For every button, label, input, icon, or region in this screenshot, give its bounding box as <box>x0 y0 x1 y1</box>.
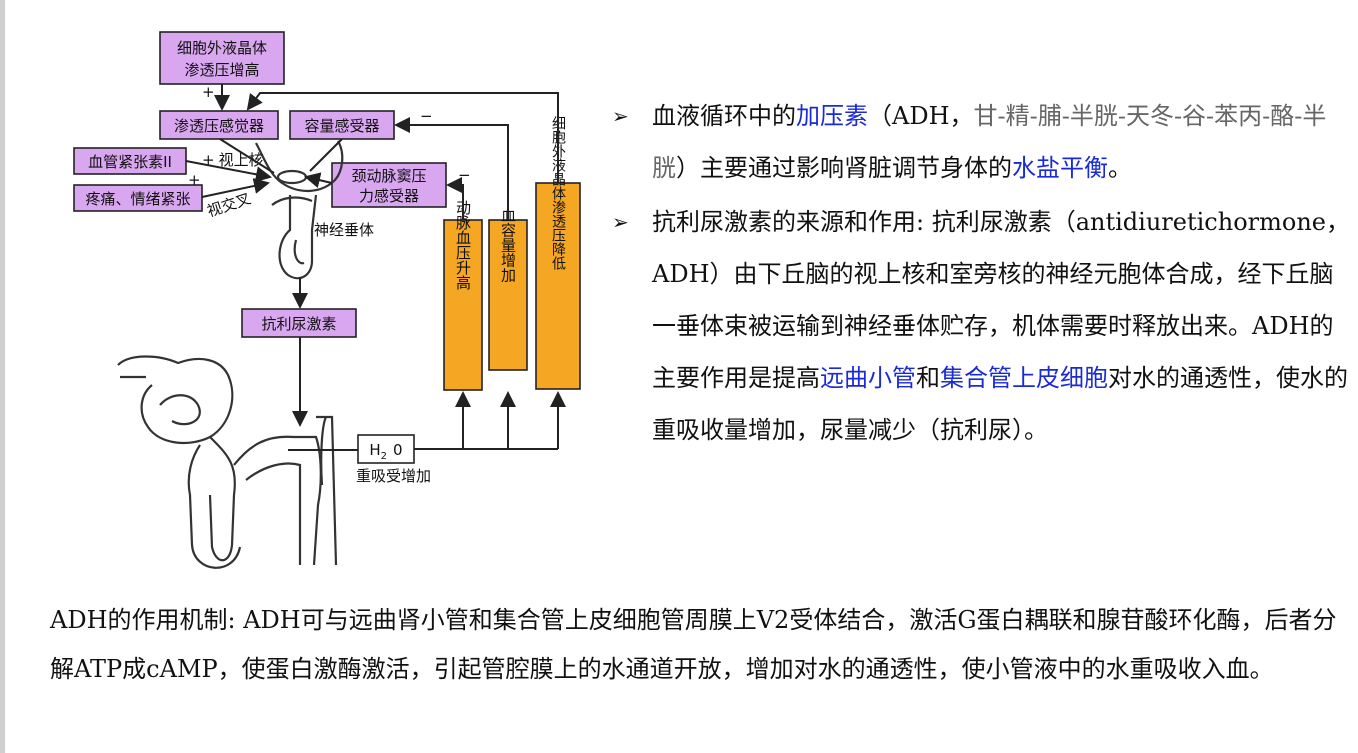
box-osmoreceptor <box>159 110 279 140</box>
angiotensin-arrow <box>185 160 272 183</box>
box-blood-volume-rise-label: 血容量增加 <box>499 208 517 284</box>
label-neurohypophysis: 神经垂体 <box>314 221 374 239</box>
bullet-text: 抗利尿激素的来源和作用: 抗利尿激素（antidiuretichormone，A… <box>652 208 1350 392</box>
bullet-item-adh-vasopressin: ➢ 血液循环中的加压素（ADH，甘-精-脯-半胱-天冬-谷-苯丙-酪-半胱）主要… <box>612 90 1352 194</box>
collecting-duct <box>316 415 338 566</box>
volume-receptor-arrow <box>309 138 343 172</box>
feedback-bp <box>446 177 464 220</box>
box-angiotensin-label: 血管紧张素II <box>88 153 172 171</box>
carotid-arrow <box>304 172 333 188</box>
bullet-text: 和 <box>916 364 940 392</box>
box-carotid-line1: 颈动脉窦压 <box>351 167 426 185</box>
feedback-osm <box>246 92 559 183</box>
box-ecf-osm-low <box>535 182 581 390</box>
pain-arrow <box>201 178 270 198</box>
plus-sign: + <box>188 171 201 189</box>
arrow-bullet-icon: ➢ <box>612 210 629 234</box>
bullet-text: （ADH， <box>868 102 974 130</box>
keyword-vasopressin: 加压素 <box>796 102 868 130</box>
keyword-collecting-duct-epithelium: 集合管上皮细胞 <box>940 364 1108 392</box>
box-osmoreceptor-label: 渗透压感觉器 <box>174 117 264 135</box>
bullet-text: 对水的通透性，使水的重吸收量增加，尿量减少（抗利尿）。 <box>652 364 1348 444</box>
box-adh-label: 抗利尿激素 <box>261 315 336 333</box>
box-carotid-line2: 力感受器 <box>359 187 419 205</box>
label-reabsorption-increase: 重吸受增加 <box>356 467 431 485</box>
distal-tubule <box>233 435 322 566</box>
adh-regulation-diagram: 细胞外液晶体 渗透压增高 + 渗透压感觉器 容量感受器 血管紧张素II 疼痛、情… <box>73 31 581 569</box>
osmoreceptor-arrow <box>219 138 275 174</box>
bullet-text: 血液循环中的 <box>652 102 796 130</box>
mechanism-paragraph: ADH的作用机制: ADH可与远曲肾小管和集合管上皮细胞管周膜上V2受体结合，激… <box>50 606 1337 683</box>
plus-sign: + <box>202 83 215 101</box>
box-ecf-osm-high-line2: 渗透压增高 <box>184 61 259 79</box>
bullet-text: 。 <box>1108 154 1132 182</box>
box-ecf-osm-high-line1: 细胞外液晶体 <box>177 39 267 57</box>
amino-acid-sequence: 甘-精-脯-半胱-天冬-谷-苯丙-酪-半胱 <box>652 102 1327 182</box>
box-h2o <box>357 434 415 464</box>
box-ecf-osm-high <box>159 31 285 85</box>
bullet-item-adh-origin: ➢ 抗利尿激素的来源和作用: 抗利尿激素（antidiuretichormone… <box>612 196 1352 456</box>
box-arterial-bp-rise-label: 动脉血压升高 <box>454 200 472 290</box>
box-volume-receptor-label: 容量感受器 <box>304 117 379 135</box>
bullet-text: ）主要通过影响肾脏调节身体的 <box>676 154 1012 182</box>
box-adh <box>241 308 357 338</box>
feedback-volume <box>394 117 509 220</box>
glomerulus-sketch <box>117 355 234 444</box>
box-arterial-bp-rise <box>443 219 483 391</box>
loop-of-henle <box>208 436 236 562</box>
bullet-list: ➢ 血液循环中的加压素（ADH，甘-精-脯-半胱-天冬-谷-苯丙-酪-半胱）主要… <box>612 90 1352 456</box>
slide-left-edge <box>0 0 5 753</box>
arrow-bullet-icon: ➢ <box>612 104 629 128</box>
box-pain-emotion <box>73 184 203 212</box>
minus-sign: − <box>458 166 471 184</box>
keyword-distal-tubule: 远曲小管 <box>820 364 916 392</box>
keyword-water-salt-balance: 水盐平衡 <box>1012 154 1108 182</box>
box-pain-emotion-label: 疼痛、情绪紧张 <box>85 190 190 208</box>
box-ecf-osm-low-label: 细胞外液晶体渗透压降低 <box>550 116 566 271</box>
minus-sign: − <box>420 107 433 125</box>
